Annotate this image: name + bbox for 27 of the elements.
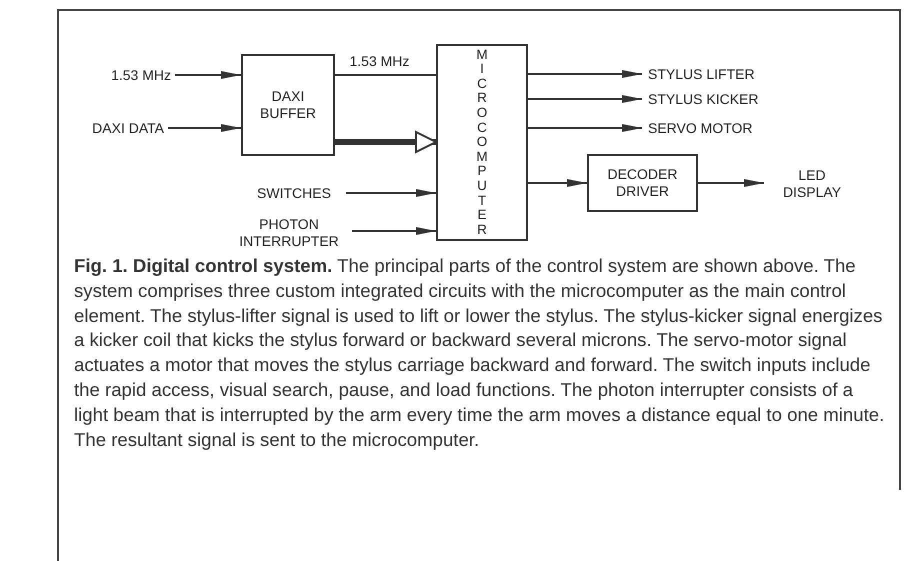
box-label: DAXI BUFFER (259, 88, 317, 122)
edge-label: 1.53 MHz (348, 53, 412, 69)
arrow (168, 124, 241, 132)
microcomputer-box (436, 44, 528, 241)
signal-label: STYLUS LIFTER (648, 65, 788, 83)
signal-label: 1.53 MHz (85, 66, 171, 84)
signal-label: STYLUS KICKER (648, 90, 788, 108)
arrow (528, 70, 642, 78)
connector-line (335, 74, 436, 76)
arrow (528, 95, 642, 103)
process-box (587, 154, 698, 212)
figure-caption: Fig. 1. Digital control system. The principal parts of the control system are shown above. The system comprises three custom integrated circuits with the microcomputer as the main control element. The stylus-lifter signal is used to lift or lower the stylus. The stylus-kicker signal energizes a kicker coil that kicks the stylus forward or backward several microns. The servo-motor signal actuates a motor that moves the stylus carriage backward and forward. The switch inputs include the rapid access, visual search, pause, and load functions. The photon interrupter consists of a light beam that is interrupted by the arm every time the arm moves a distance equal to one minute. The resultant signal is sent to the microcomputer. (74, 254, 886, 452)
process-box (241, 54, 335, 156)
signal-label: SWITCHES (246, 184, 342, 202)
signal-label: LED DISPLAY (770, 166, 854, 202)
arrow (352, 227, 436, 235)
arrow (698, 179, 764, 187)
arrow (175, 71, 241, 79)
bus-arrow (335, 131, 437, 153)
signal-label: PHOTON INTERRUPTER (230, 216, 348, 250)
arrow (528, 124, 642, 132)
box-label: MICROCOMPUTER (476, 48, 488, 238)
arrow (528, 179, 587, 187)
arrow (346, 189, 436, 197)
signal-label: DAXI DATA (68, 119, 164, 137)
box-label: DECODER DRIVER (606, 166, 678, 200)
signal-label: SERVO MOTOR (648, 119, 788, 137)
